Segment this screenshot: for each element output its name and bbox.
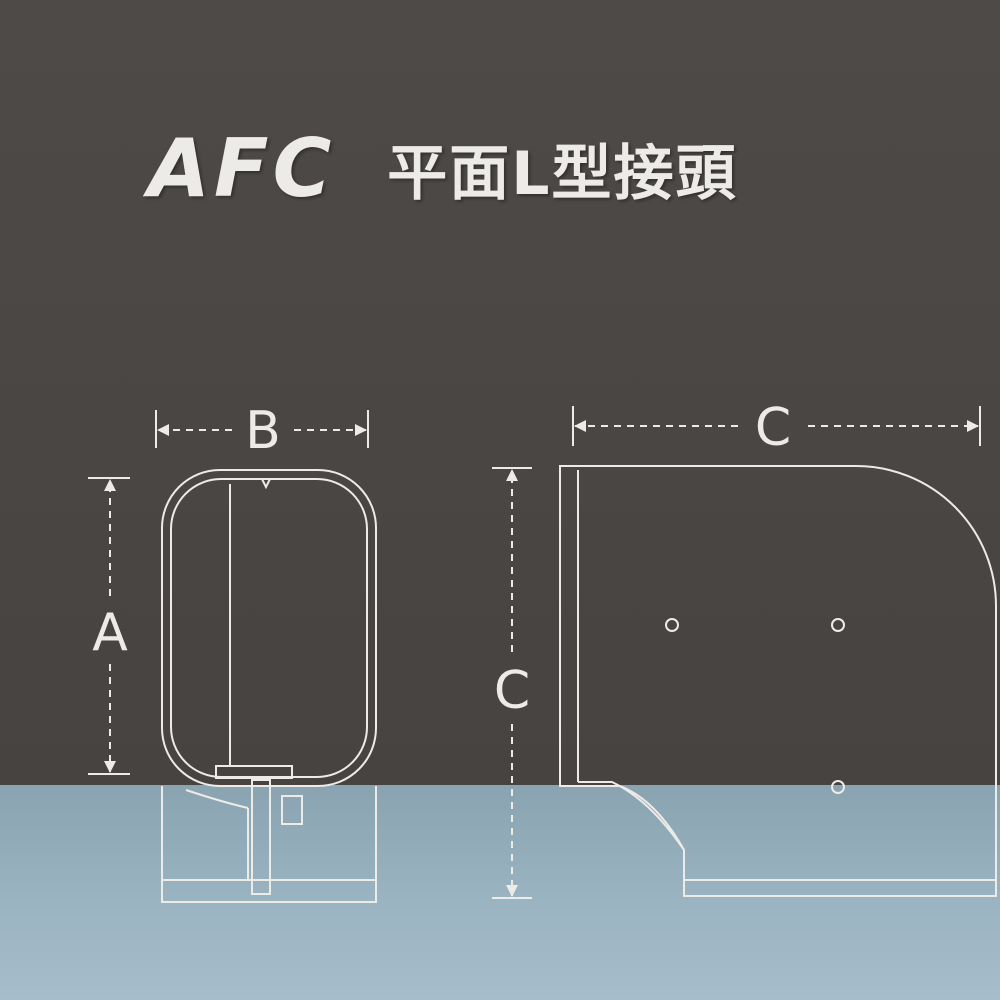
front-bottom-clip	[215, 765, 293, 779]
elbow-outline	[559, 465, 997, 897]
screw-hole-2	[831, 618, 845, 632]
elbow-inner-curve	[578, 781, 685, 851]
front-view	[161, 469, 377, 903]
screw-hole-1	[665, 618, 679, 632]
dimension-c-horizontal	[572, 406, 981, 446]
front-lower-body	[161, 786, 377, 903]
front-outer-outline	[161, 469, 377, 787]
dimension-a	[88, 477, 130, 775]
dark-background	[0, 0, 1000, 785]
dim-c-vertical-label: C	[494, 661, 530, 721]
product-title: AFC 平面L型接頭	[148, 118, 738, 218]
dimension-b	[155, 410, 369, 448]
front-side-tab	[281, 795, 303, 825]
light-blue-band	[0, 785, 1000, 1000]
dim-c-horizontal-label: C	[755, 398, 791, 458]
product-name: 平面L型接頭	[387, 138, 738, 209]
front-center-rib	[251, 779, 271, 895]
side-view	[559, 465, 997, 897]
dimension-c-vertical	[492, 467, 532, 899]
product-code: AFC	[148, 121, 336, 215]
dim-b-label: B	[245, 401, 281, 461]
front-top-notch	[228, 478, 271, 490]
front-inner-outline	[170, 478, 368, 778]
dim-a-label: A	[92, 603, 128, 663]
front-curve	[185, 789, 249, 809]
screw-hole-3	[831, 780, 845, 794]
